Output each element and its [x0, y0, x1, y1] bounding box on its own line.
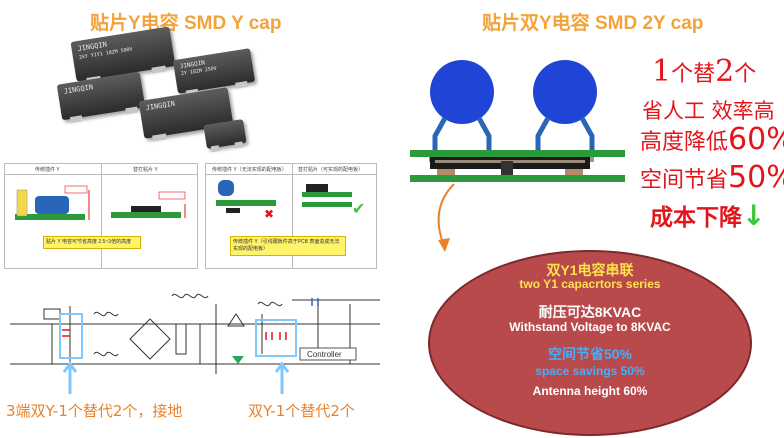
product-photo: JINGQIN 2kY Y1Y1 102M 500V JINGQIN 2Y 10… — [55, 26, 256, 156]
comparison-panel-left: 传统插件 Y 替打贴片 Y 贴片 Y 电容可节省高度 2.5~3倍的高度 — [4, 163, 198, 269]
height-comparison-illustration — [15, 185, 186, 220]
svg-text:✔: ✔ — [352, 199, 365, 218]
arrow-down-icon: ↓ — [742, 199, 766, 232]
comparison-header: 替打贴片 Y — [133, 167, 158, 173]
right-title: 贴片双Y电容 SMD 2Y cap — [482, 13, 704, 34]
circuit-caption-right: 双Y-1个替代2个 — [248, 402, 355, 420]
comparison-header: 传统插件 Y — [35, 167, 60, 173]
advantage-space: 空间节省50% — [640, 160, 784, 195]
bubble-line-cn: 双Y1电容串联 — [546, 262, 634, 278]
smd-cap-component: JINGQIN 2Y 102M 250V — [172, 48, 256, 97]
advantage-height: 高度降低60% — [640, 122, 784, 157]
cap-brand-text: JINGQIN — [145, 99, 176, 113]
advantage-1-replaces-2: 1个替2个 — [652, 54, 757, 89]
bubble-line-en: two Y1 capacrtors series — [519, 277, 661, 291]
advantage-cost: 成本下降↓ — [650, 199, 766, 232]
pointer-arrow-icon — [437, 183, 455, 252]
highlight-box — [255, 319, 297, 357]
controller-label: Controller — [307, 350, 342, 359]
smd-cap-component: JINGQIN — [56, 71, 146, 124]
bubble-line-cn: 空间节省50% — [547, 346, 633, 362]
smd-2y-on-pcb-illustration — [410, 157, 625, 182]
cap-brand-text: JINGQIN — [63, 83, 94, 96]
arrow-up-icon — [274, 361, 290, 394]
smd-cap-component-small — [203, 119, 247, 153]
arrow-up-icon — [62, 361, 78, 394]
bubble-line-en: space savings 50% — [535, 364, 645, 378]
comparison-header: 传统插件 Y（无法实现的配电板） — [212, 167, 287, 173]
comparison-note: 贴片 Y 电容可节省高度 2.5~3倍的高度 — [43, 236, 141, 249]
highlight-box — [59, 313, 83, 359]
bubble-line-en: Antenna height 60% — [532, 384, 648, 398]
circuit-caption-left: 3端双Y-1个替代2个，接地 — [6, 402, 183, 420]
bubble-line-cn: 耐压可达8KVAC — [538, 304, 642, 320]
svg-text:✖: ✖ — [264, 207, 274, 221]
comparison-panel-right: 传统插件 Y（无法实现的配电板） 替打贴片（可实现的配电板） ✖ ✔ 传统插件 … — [205, 163, 377, 269]
controller-box — [299, 347, 357, 361]
comparison-note: 传统插件 Y（引线跟板件高于PCB 表面造成无法实现的配电板） — [230, 236, 346, 256]
comparison-header: 替打贴片（可实现的配电板） — [298, 167, 364, 173]
feature-bubble: 双Y1电容串联 two Y1 capacrtors series 耐压可达8KV… — [428, 250, 752, 436]
advantage-labor-efficiency: 省人工 效率高 — [642, 99, 775, 123]
bubble-line-en: Withstand Voltage to 8KVAC — [509, 320, 671, 334]
circuit-schematic: Controller — [10, 293, 380, 394]
mounting-comparison-illustration: ✖ ✔ — [216, 180, 365, 221]
left-title: 贴片Y电容 SMD Y cap — [90, 13, 282, 34]
